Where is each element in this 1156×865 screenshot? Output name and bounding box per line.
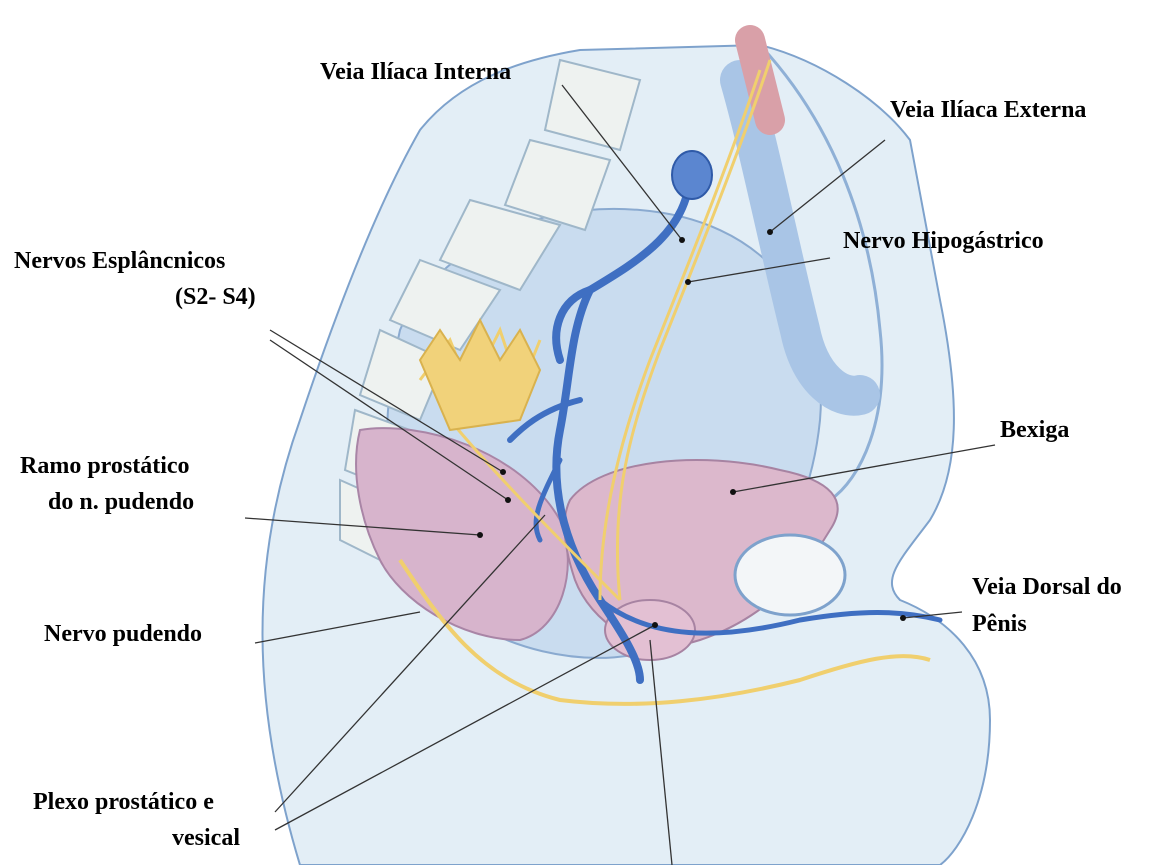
label-bexiga: Bexiga xyxy=(1000,417,1070,443)
label-nervos-esplancnicos: Nervos Esplâncnicos xyxy=(14,248,226,274)
label-veia-dorsal: Veia Dorsal do xyxy=(972,574,1122,600)
label-veia-iliaca-externa: Veia Ilíaca Externa xyxy=(890,97,1087,123)
iliac-vein-lumen xyxy=(671,150,713,200)
abdomen-wall xyxy=(758,43,884,502)
splanchnic-nerve-bundle xyxy=(418,317,542,432)
label-veia-iliaca-interna: Veia Ilíaca Interna xyxy=(320,59,512,85)
label-nervo-pudendo: Nervo pudendo xyxy=(44,621,203,647)
label-veia-dorsal-2: Pênis xyxy=(972,611,1027,637)
leader-lines xyxy=(244,84,996,865)
external-iliac-vessel xyxy=(720,60,880,416)
nerves xyxy=(398,59,931,706)
veins xyxy=(507,166,943,684)
label-ramo-prostatico: Ramo prostático xyxy=(20,453,190,479)
label-plexo-vesical: vesical xyxy=(172,825,240,851)
label-ramo-prostatico-2: do n. pudendo xyxy=(48,489,195,515)
pubic-bone xyxy=(733,533,847,617)
label-nervos-esplancnicos-levels: (S2- S4) xyxy=(175,284,256,310)
artery-segment xyxy=(735,25,785,135)
label-nervo-hipogastrico: Nervo Hipogástrico xyxy=(843,228,1044,254)
label-dots xyxy=(477,229,906,628)
label-plexo-prostatico: Plexo prostático e xyxy=(33,789,214,815)
